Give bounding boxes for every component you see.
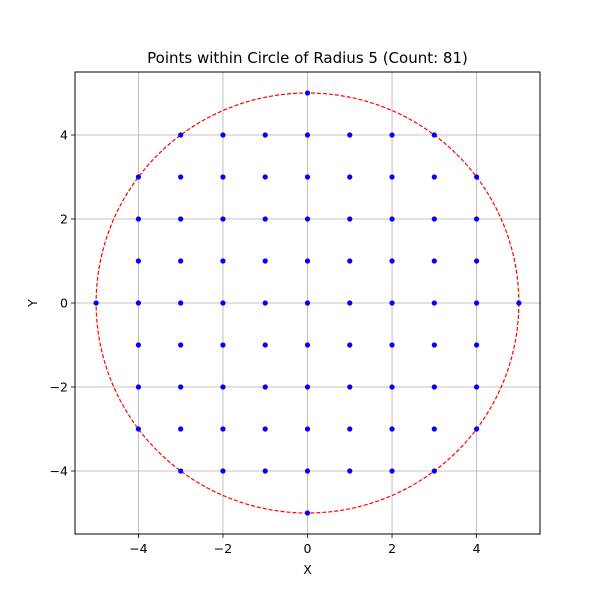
scatter-point [178,342,184,348]
scatter-point [93,300,99,306]
scatter-point [262,468,268,474]
scatter-point [431,468,437,474]
scatter-point [389,384,395,390]
scatter-point [220,342,226,348]
scatter-point [178,258,184,264]
scatter-point [262,216,268,222]
x-tick-label: 4 [473,541,481,556]
scatter-point [347,132,353,138]
scatter-point [304,90,311,96]
scatter-point [389,132,395,138]
scatter-point [389,342,395,348]
scatter-point [262,426,268,432]
scatter-point [220,174,226,180]
scatter-point [473,258,480,264]
scatter-point [431,426,437,432]
scatter-point [347,300,353,306]
scatter-point [516,300,522,306]
scatter-point [304,258,311,264]
scatter-point [473,300,480,306]
scatter-point [178,132,184,138]
scatter-point [304,216,311,222]
scatter-point [347,174,353,180]
points-layer [93,90,522,516]
scatter-point [389,174,395,180]
scatter-point [431,174,437,180]
scatter-point [347,426,353,432]
scatter-point [262,174,268,180]
x-tick-label: 0 [304,541,312,556]
y-axis-label: Y [25,299,40,308]
scatter-point [178,426,184,432]
scatter-point [220,384,226,390]
scatter-point [178,300,184,306]
y-tick-label: 0 [60,296,68,311]
scatter-point [304,426,311,432]
scatter-point [178,468,184,474]
scatter-point [389,300,395,306]
x-tick-label: −2 [214,541,232,556]
scatter-point [431,384,437,390]
x-tick-label: −4 [129,541,147,556]
scatter-point [262,300,268,306]
scatter-point [262,258,268,264]
scatter-point [473,384,480,390]
scatter-point [135,258,142,264]
scatter-point [389,468,395,474]
scatter-point [304,174,311,180]
scatter-point [178,384,184,390]
scatter-point [135,174,142,180]
scatter-point [220,132,226,138]
scatter-point [135,426,142,432]
scatter-point [347,342,353,348]
scatter-point [431,342,437,348]
scatter-point [178,174,184,180]
scatter-point [262,342,268,348]
y-tick-label: −2 [50,380,68,395]
y-tick-label: −4 [50,464,68,479]
scatter-point [347,384,353,390]
scatter-point [304,468,311,474]
scatter-point [304,300,311,306]
scatter-point [220,426,226,432]
scatter-point [431,132,437,138]
scatter-point [389,426,395,432]
scatter-point [347,258,353,264]
scatter-point [304,510,311,516]
scatter-point [347,468,353,474]
scatter-point [431,216,437,222]
scatter-point [304,132,311,138]
scatter-point [431,258,437,264]
chart-title: Points within Circle of Radius 5 (Count:… [147,49,468,67]
scatter-point [304,384,311,390]
scatter-point [220,300,226,306]
scatter-point [431,300,437,306]
scatter-point [389,258,395,264]
scatter-point [220,216,226,222]
x-axis-label: X [303,562,312,577]
scatter-point [135,216,142,222]
scatter-point [135,300,142,306]
scatter-point [347,216,353,222]
scatter-point [473,174,480,180]
scatter-point [473,216,480,222]
scatter-point [262,384,268,390]
y-tick-label: 4 [60,128,68,143]
scatter-point [220,258,226,264]
scatter-point [389,216,395,222]
scatter-point [304,342,311,348]
scatter-point [178,216,184,222]
scatter-point [135,384,142,390]
axis-ticks: −4 −2 0 2 4 −4 −2 0 2 4 [50,128,481,557]
scatter-point [473,342,480,348]
scatter-point [220,468,226,474]
scatter-point [473,426,480,432]
scatter-point [262,132,268,138]
y-tick-label: 2 [60,212,68,227]
x-tick-label: 2 [388,541,396,556]
scatter-point [135,342,142,348]
